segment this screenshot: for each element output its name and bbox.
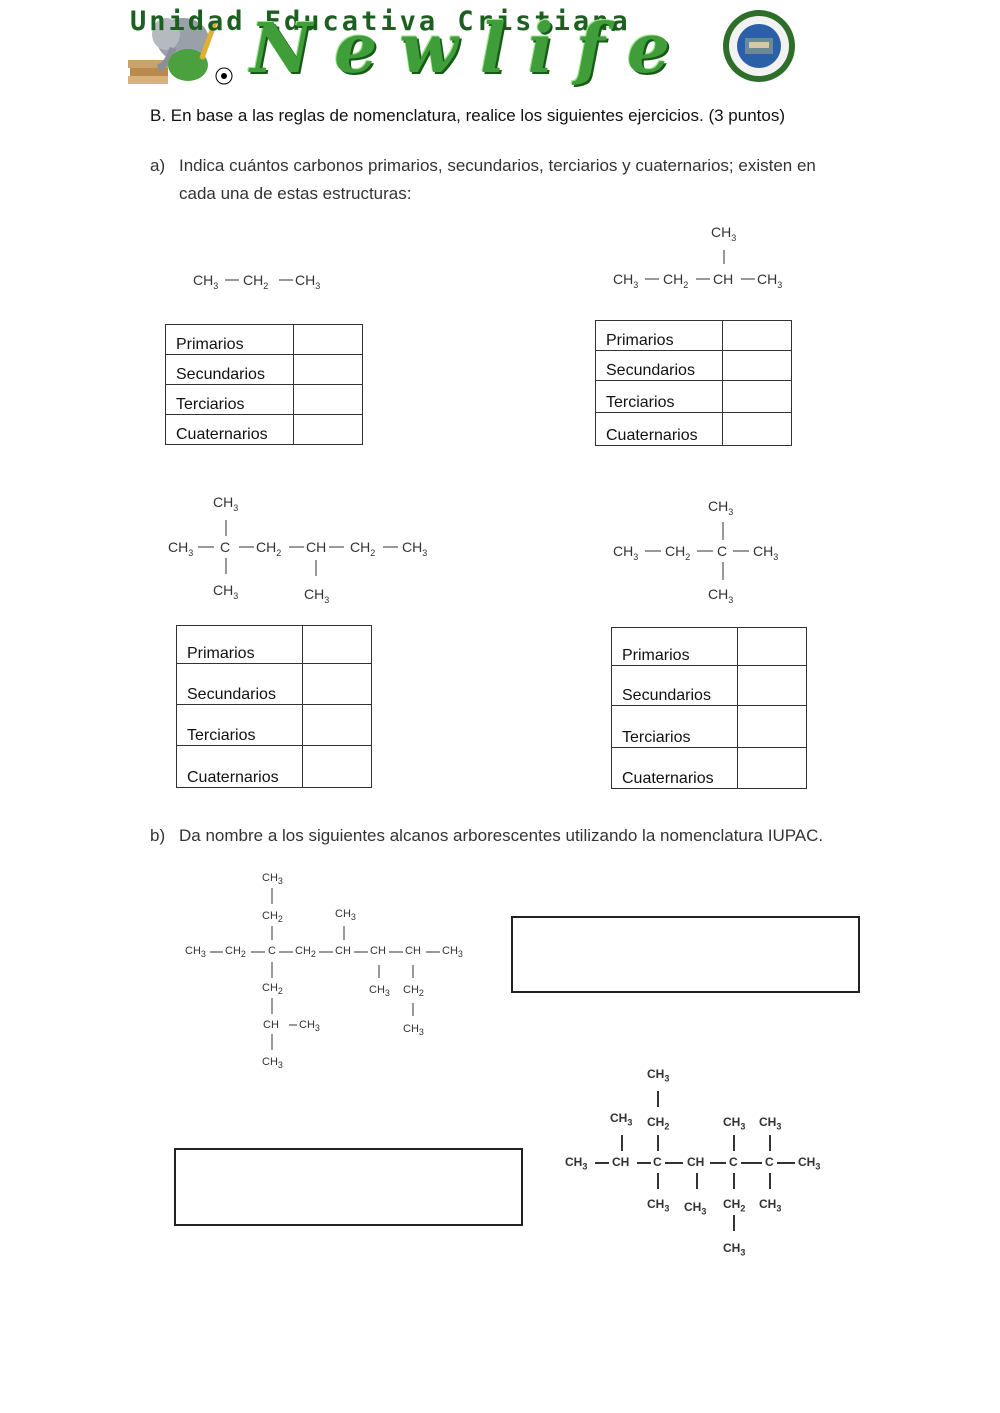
answer-cell[interactable]: [293, 414, 363, 445]
answer-cell[interactable]: [293, 324, 363, 355]
row-label-secundarios: Secundarios: [595, 350, 723, 381]
answer-cell[interactable]: [722, 380, 792, 413]
part-b-instruction: Da nombre a los siguientes alcanos arbor…: [179, 826, 824, 845]
answer-cell[interactable]: [302, 663, 372, 705]
row-label-secundarios: Secundarios: [165, 354, 294, 385]
answer-cell[interactable]: [722, 350, 792, 381]
answer-cell[interactable]: [302, 625, 372, 664]
answer-cell[interactable]: [737, 627, 807, 666]
part-a-instruction-line1: Indica cuántos carbonos primarios, secun…: [179, 156, 816, 175]
row-label-terciarios: Terciarios: [176, 704, 303, 746]
row-label-primarios: Primarios: [595, 320, 723, 351]
answer-cell[interactable]: [737, 705, 807, 748]
school-mascot-logo: [128, 10, 238, 85]
row-label-secundarios: Secundarios: [611, 665, 738, 706]
school-name-top: Unidad Educativa Cristiana: [130, 6, 631, 37]
answer-cell[interactable]: [293, 384, 363, 415]
answer-cell[interactable]: [722, 412, 792, 446]
part-a-instruction-line2: cada una de estas estructuras:: [179, 184, 412, 203]
row-label-cuaternarios: Cuaternarios: [165, 414, 294, 445]
answer-cell[interactable]: [302, 704, 372, 746]
row-label-primarios: Primarios: [176, 625, 303, 664]
section-b-heading: B. En base a las reglas de nomenclatura,…: [150, 106, 786, 125]
structure-propane: CH3 CH2 CH3: [193, 272, 321, 291]
structure-branched-alkane-2: CH3 CH3 CH2 CH3 CH3 CH3 CH C CH C C CH3 …: [565, 1067, 821, 1258]
answer-box-2[interactable]: [174, 1148, 523, 1226]
row-label-terciarios: Terciarios: [595, 380, 723, 413]
answer-cell[interactable]: [737, 665, 807, 706]
row-label-cuaternarios: Cuaternarios: [176, 745, 303, 788]
school-name-main: Newlife: [250, 9, 693, 89]
part-b-marker: b): [150, 826, 166, 845]
structure-2-2-dimethylbutane: CH3 CH3 CH2 C CH3 CH3: [613, 498, 779, 605]
count-table-2: Primarios Secundarios Terciarios Cuatern…: [595, 320, 792, 446]
count-table-4: Primarios Secundarios Terciarios Cuatern…: [611, 627, 807, 789]
row-label-primarios: Primarios: [165, 324, 294, 355]
answer-cell[interactable]: [302, 745, 372, 788]
row-label-terciarios: Terciarios: [165, 384, 294, 415]
count-table-1: Primarios Secundarios Terciarios Cuatern…: [165, 324, 363, 445]
count-table-3: Primarios Secundarios Terciarios Cuatern…: [176, 625, 372, 788]
structure-2-methylbutane: CH3 CH3 CH2 CH CH3: [613, 224, 783, 290]
answer-cell[interactable]: [737, 747, 807, 789]
row-label-cuaternarios: Cuaternarios: [611, 747, 738, 789]
answer-cell[interactable]: [722, 320, 792, 351]
row-label-cuaternarios: Cuaternarios: [595, 412, 723, 446]
answer-cell[interactable]: [293, 354, 363, 385]
structure-2-2-4-trimethylhexane: CH3 CH3 C CH2 CH CH2 CH3 CH3 CH3: [168, 494, 428, 605]
school-seal-logo: [705, 8, 813, 84]
answer-box-1[interactable]: [511, 916, 860, 993]
row-label-primarios: Primarios: [611, 627, 738, 666]
part-a-marker: a): [150, 156, 166, 175]
structure-branched-alkane-1: CH3 CH2 CH3 CH3 CH2 C CH2 CH CH CH CH3 C…: [185, 872, 463, 1071]
row-label-terciarios: Terciarios: [611, 705, 738, 748]
row-label-secundarios: Secundarios: [176, 663, 303, 705]
